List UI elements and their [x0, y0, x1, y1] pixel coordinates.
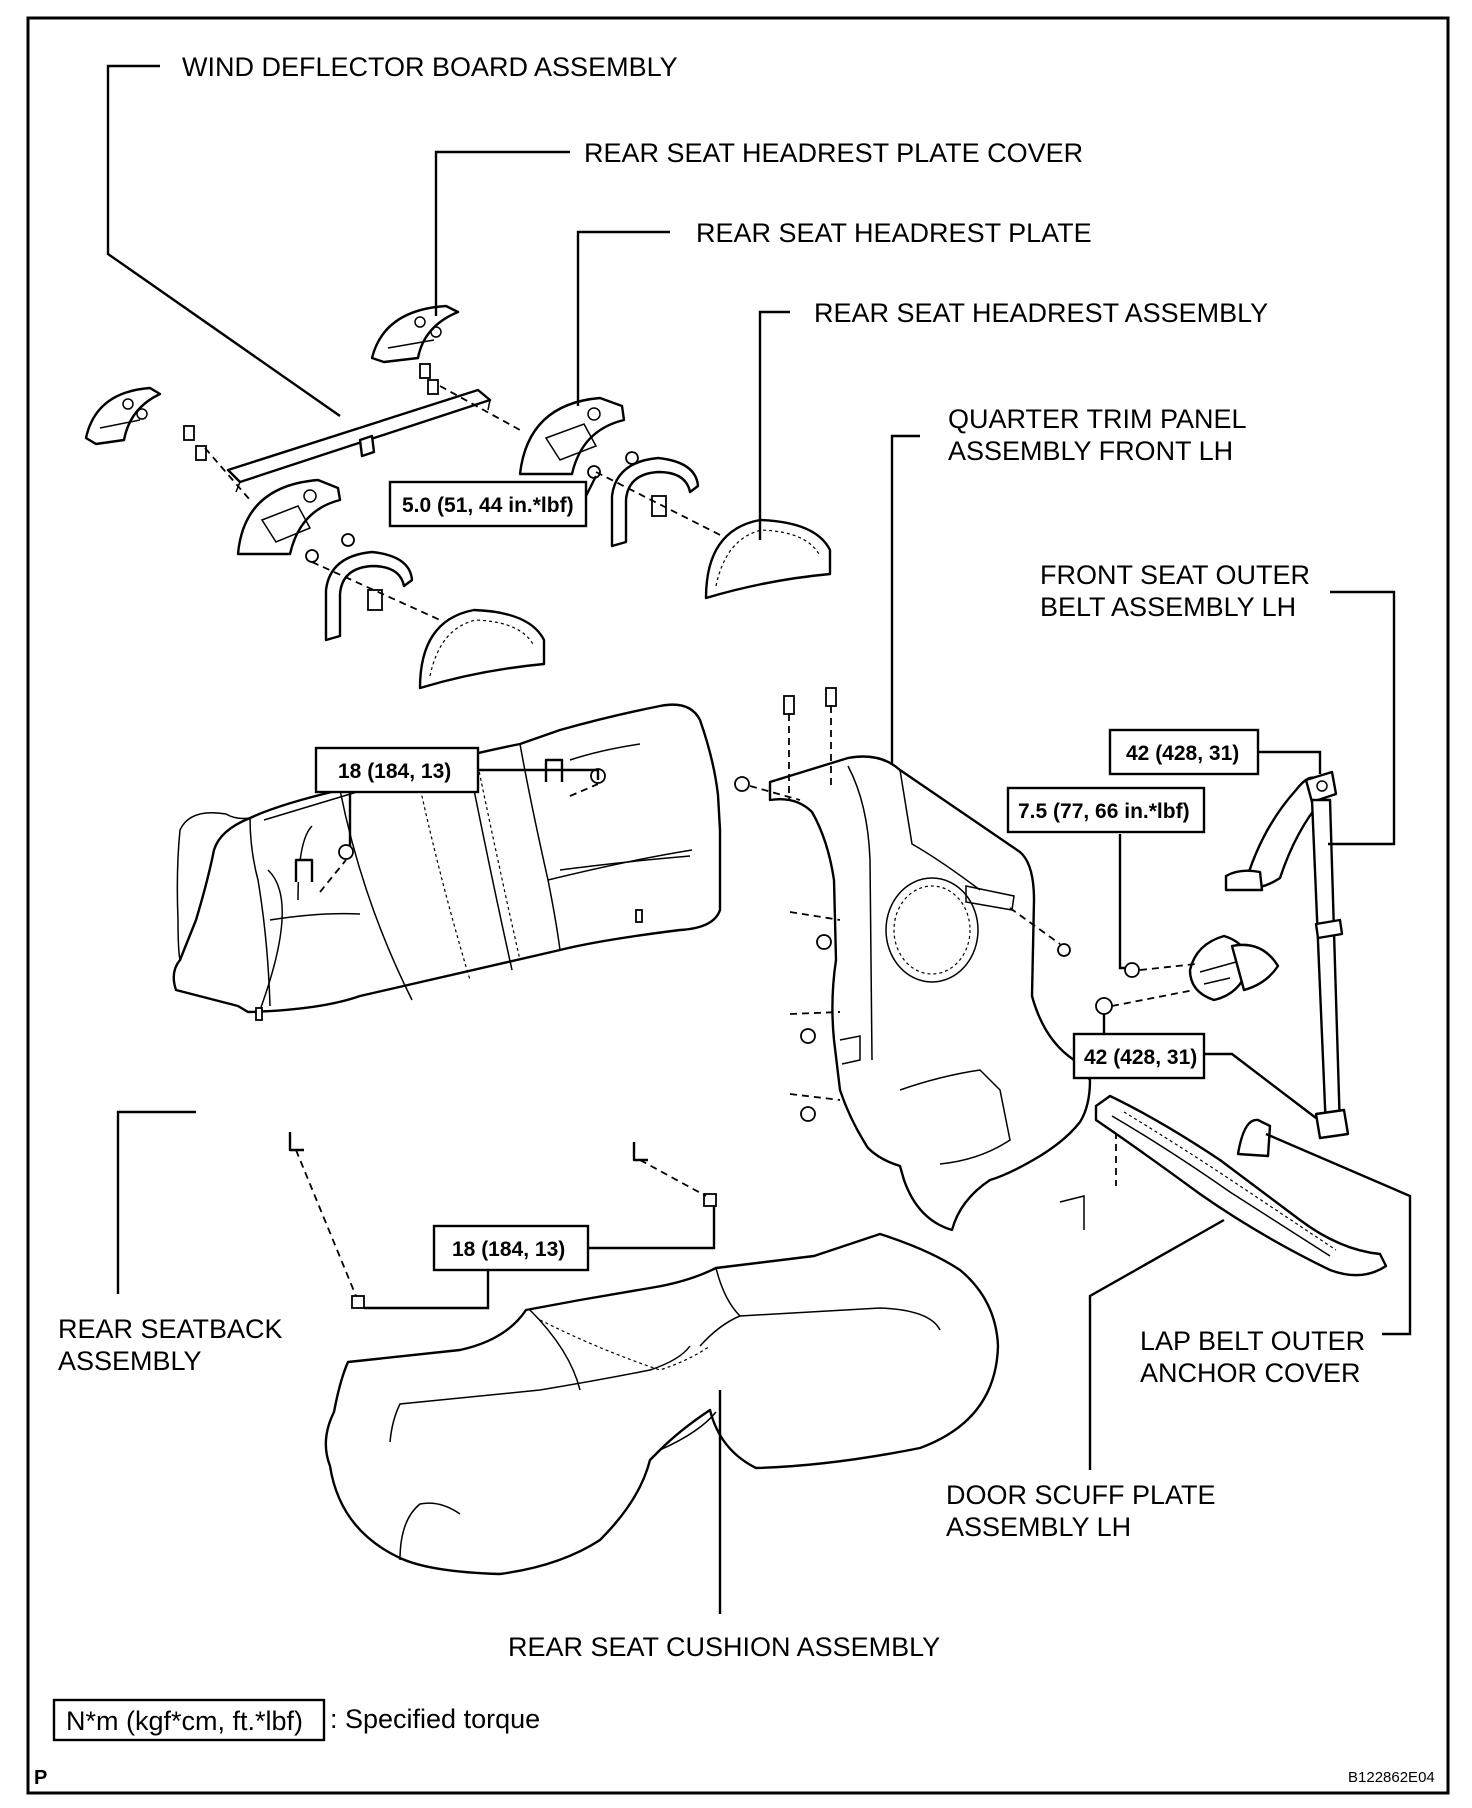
label-quarter-trim-line2: ASSEMBLY FRONT LH: [948, 436, 1233, 466]
cover-clips: [183, 363, 521, 501]
headrest-cushion-left: [418, 608, 546, 690]
torque-legend: N*m (kgf*cm, ft.*lbf) : Specified torque: [52, 1698, 540, 1742]
torque-box-belt-lower: 42 (428, 31): [1072, 1032, 1206, 1080]
door-scuff-plate-part: [1094, 1094, 1388, 1277]
label-front-belt-line1: FRONT SEAT OUTER: [1040, 560, 1310, 590]
svg-text:42 (428, 31): 42 (428, 31): [1126, 742, 1239, 765]
label-headrest-assembly: REAR SEAT HEADREST ASSEMBLY: [814, 298, 1268, 328]
label-front-belt-line2: BELT ASSEMBLY LH: [1040, 592, 1296, 622]
svg-text:5.0 (51, 44 in.*lbf): 5.0 (51, 44 in.*lbf): [402, 494, 574, 517]
headrest-plate-right: [518, 396, 639, 479]
svg-text:18 (184, 13): 18 (184, 13): [338, 760, 451, 783]
leader-lines: [106, 64, 1412, 1614]
label-seatback-line2: ASSEMBLY: [58, 1346, 202, 1376]
headrest-plate-cover-upper: [370, 304, 460, 364]
label-lap-belt-line2: ANCHOR COVER: [1140, 1358, 1361, 1388]
label-wind-deflector: WIND DEFLECTOR BOARD ASSEMBLY: [182, 52, 678, 82]
torque-box-belt-mid: 7.5 (77, 66 in.*lbf): [1006, 786, 1206, 834]
headrest-plate-cover-left: [84, 386, 162, 446]
label-seatback-line1: REAR SEATBACK: [58, 1314, 283, 1344]
quarter-trim-panel-part: [768, 755, 1092, 1232]
front-seat-belt-part: [1095, 770, 1350, 1140]
torque-box-seatback-upper: 18 (184, 13): [314, 746, 480, 794]
label-headrest-plate-cover: REAR SEAT HEADREST PLATE COVER: [584, 138, 1083, 168]
svg-text:7.5 (77, 66 in.*lbf): 7.5 (77, 66 in.*lbf): [1018, 800, 1190, 823]
seatback-hooks: [288, 758, 717, 1309]
headrest-cushion-right: [704, 518, 832, 600]
svg-text:42 (428, 31): 42 (428, 31): [1084, 1046, 1197, 1069]
torque-box-headrest-plate: 5.0 (51, 44 in.*lbf): [388, 480, 588, 528]
headrest-frame-right: [595, 456, 731, 548]
wind-deflector-board-part: [226, 388, 492, 493]
label-scuff-line1: DOOR SCUFF PLATE: [946, 1480, 1216, 1510]
lap-belt-anchor-cover-part: [1236, 1118, 1272, 1158]
quarter-trim-fasteners: [734, 687, 1117, 1186]
legend-unit-box: N*m (kgf*cm, ft.*lbf): [66, 1706, 303, 1736]
torque-box-seatback-lower: 18 (184, 13): [432, 1224, 590, 1272]
label-quarter-trim-line1: QUARTER TRIM PANEL: [948, 404, 1247, 434]
headrest-frame-left: [311, 550, 441, 642]
svg-text:18 (184, 13): 18 (184, 13): [452, 1238, 565, 1261]
footer-code: B122862E04: [1348, 1769, 1435, 1786]
legend-text: : Specified torque: [330, 1704, 540, 1734]
torque-box-belt-upper: 42 (428, 31): [1108, 728, 1260, 776]
label-scuff-line2: ASSEMBLY LH: [946, 1512, 1131, 1542]
label-cushion: REAR SEAT CUSHION ASSEMBLY: [508, 1632, 940, 1662]
footer-prefix: P: [34, 1767, 47, 1789]
diagram-frame: [26, 16, 1450, 1795]
rear-seat-cushion-part: [324, 1232, 1000, 1576]
label-headrest-plate: REAR SEAT HEADREST PLATE: [696, 218, 1092, 248]
headrest-plate-left: [236, 478, 355, 563]
label-lap-belt-line1: LAP BELT OUTER: [1140, 1326, 1365, 1356]
